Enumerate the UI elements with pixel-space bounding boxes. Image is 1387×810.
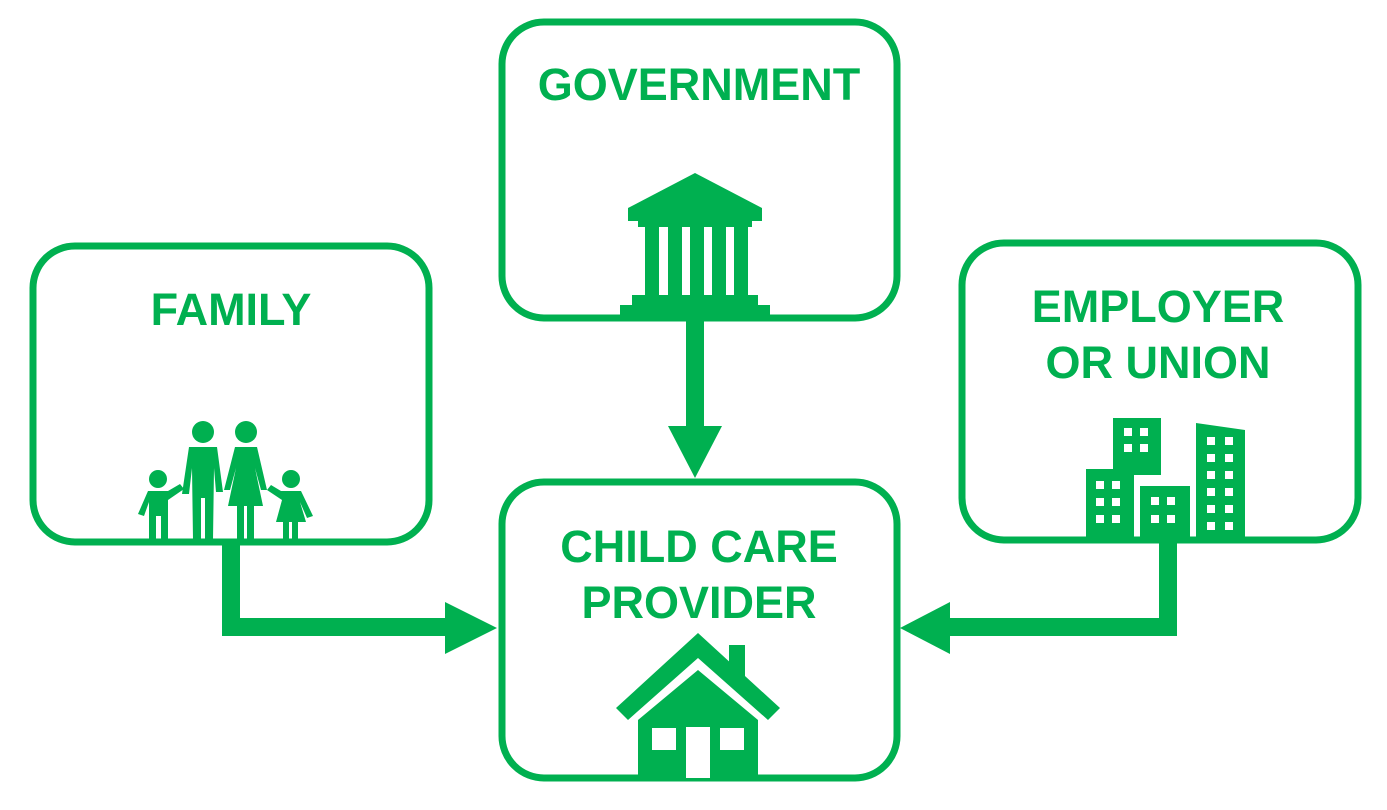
house-icon <box>616 633 780 778</box>
arrow-family-to-provider <box>222 542 497 654</box>
employer-label-line2: OR UNION <box>1046 337 1271 388</box>
arrow-government-to-provider <box>668 320 722 478</box>
provider-label-line1: CHILD CARE <box>560 521 838 572</box>
office-buildings-icon <box>1086 418 1245 541</box>
government-box <box>498 18 901 322</box>
government-node: GOVERNMENT <box>498 18 901 322</box>
arrow-employer-to-provider <box>900 542 1177 654</box>
family-node: FAMILY <box>29 242 433 546</box>
family-label: FAMILY <box>151 284 312 335</box>
provider-label-line2: PROVIDER <box>581 577 816 628</box>
employer-label-line1: EMPLOYER <box>1032 281 1285 332</box>
provider-node: CHILD CARE PROVIDER <box>498 478 901 782</box>
employer-node: EMPLOYER OR UNION <box>958 239 1362 544</box>
government-building-icon <box>620 173 770 317</box>
family-box <box>29 242 433 546</box>
family-icon <box>138 421 313 540</box>
government-label: GOVERNMENT <box>538 59 861 110</box>
